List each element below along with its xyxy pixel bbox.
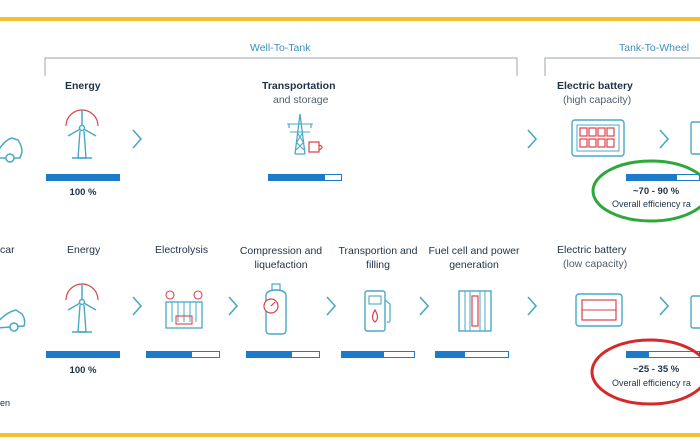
chevron-right-icon: [128, 126, 146, 152]
row2-transport-bar-fill: [342, 352, 384, 357]
row2-transport-label: Transportion and filling: [338, 245, 418, 271]
chevron-right-icon: [128, 293, 146, 319]
row1-transport-bar-fill: [269, 175, 326, 180]
red-highlight-circle: [590, 338, 700, 406]
bottom-frame-line: [0, 433, 700, 437]
row2-left-label: car: [0, 244, 15, 256]
battery-icon: [571, 119, 625, 157]
chevron-right-icon: [523, 126, 541, 152]
row2-result-range: ~25 - 35 %: [633, 364, 680, 375]
row2-electrolysis-bar: [146, 351, 220, 358]
chevron-right-icon: [415, 293, 433, 319]
row2-energy-label: Energy: [67, 244, 101, 256]
electrolyzer-icon: [165, 290, 203, 329]
row2-energy-bar-fill: [47, 352, 119, 357]
tank-to-wheel-header: Tank-To-Wheel: [619, 42, 690, 54]
row1-result-bar-fill: [627, 175, 678, 180]
row1-result-range: ~70 - 90 %: [633, 186, 680, 197]
car-icon: [0, 309, 26, 332]
well-to-tank-header: Well-To-Tank: [250, 42, 311, 54]
row2-result-bar-fill: [627, 352, 649, 357]
row2-electrolysis-label: Electrolysis: [155, 244, 209, 256]
battery-icon: [575, 293, 623, 327]
row1-transport-bar: [268, 174, 342, 181]
row1-transport-label: Transportation: [262, 80, 336, 92]
row1-energy-bar-fill: [47, 175, 119, 180]
power-pylon-icon: [287, 113, 323, 155]
row2-compression-label: Compression and liquefaction: [239, 245, 323, 271]
row1-result-note: Overall efficiency ra: [612, 199, 691, 209]
row2-fuelcell-bar: [435, 351, 509, 358]
row1-transport-sublabel: and storage: [273, 94, 329, 106]
row1-battery-label: Electric battery: [557, 80, 633, 92]
gas-tank-icon: [263, 283, 287, 335]
wind-turbine-icon: [65, 109, 99, 159]
chevron-right-icon: [322, 293, 340, 319]
motor-icon: [690, 121, 700, 155]
chevron-right-icon: [655, 293, 673, 319]
chevron-right-icon: [523, 293, 541, 319]
chevron-right-icon: [655, 126, 673, 152]
row2-battery-sublabel: (low capacity): [563, 258, 628, 270]
row2-compression-bar-fill: [247, 352, 292, 357]
row1-energy-percent: 100 %: [69, 187, 97, 198]
row2-energy-percent: 100 %: [69, 365, 97, 376]
row2-fuelcell-label: Fuel cell and power generation: [428, 245, 520, 271]
row1-battery-sublabel: (high capacity): [563, 94, 632, 106]
wind-turbine-icon: [65, 283, 99, 333]
fuel-cell-icon: [458, 290, 492, 332]
row2-electrolysis-bar-fill: [147, 352, 192, 357]
row2-result-note: Overall efficiency ra: [612, 378, 691, 388]
green-highlight-circle: [591, 159, 700, 223]
row2-energy-bar: [46, 351, 120, 358]
row1-energy-bar: [46, 174, 120, 181]
motor-icon: [690, 295, 700, 329]
row2-transport-bar: [341, 351, 415, 358]
row1-energy-label: Energy: [65, 80, 101, 92]
top-frame-line: [0, 17, 700, 21]
car-icon: [0, 137, 23, 163]
row2-battery-label: Electric battery: [557, 244, 627, 256]
chevron-right-icon: [224, 293, 242, 319]
row2-compression-bar: [246, 351, 320, 358]
footnote: en: [0, 398, 11, 408]
fuel-pump-icon: [364, 290, 391, 332]
row2-fuelcell-bar-fill: [436, 352, 465, 357]
